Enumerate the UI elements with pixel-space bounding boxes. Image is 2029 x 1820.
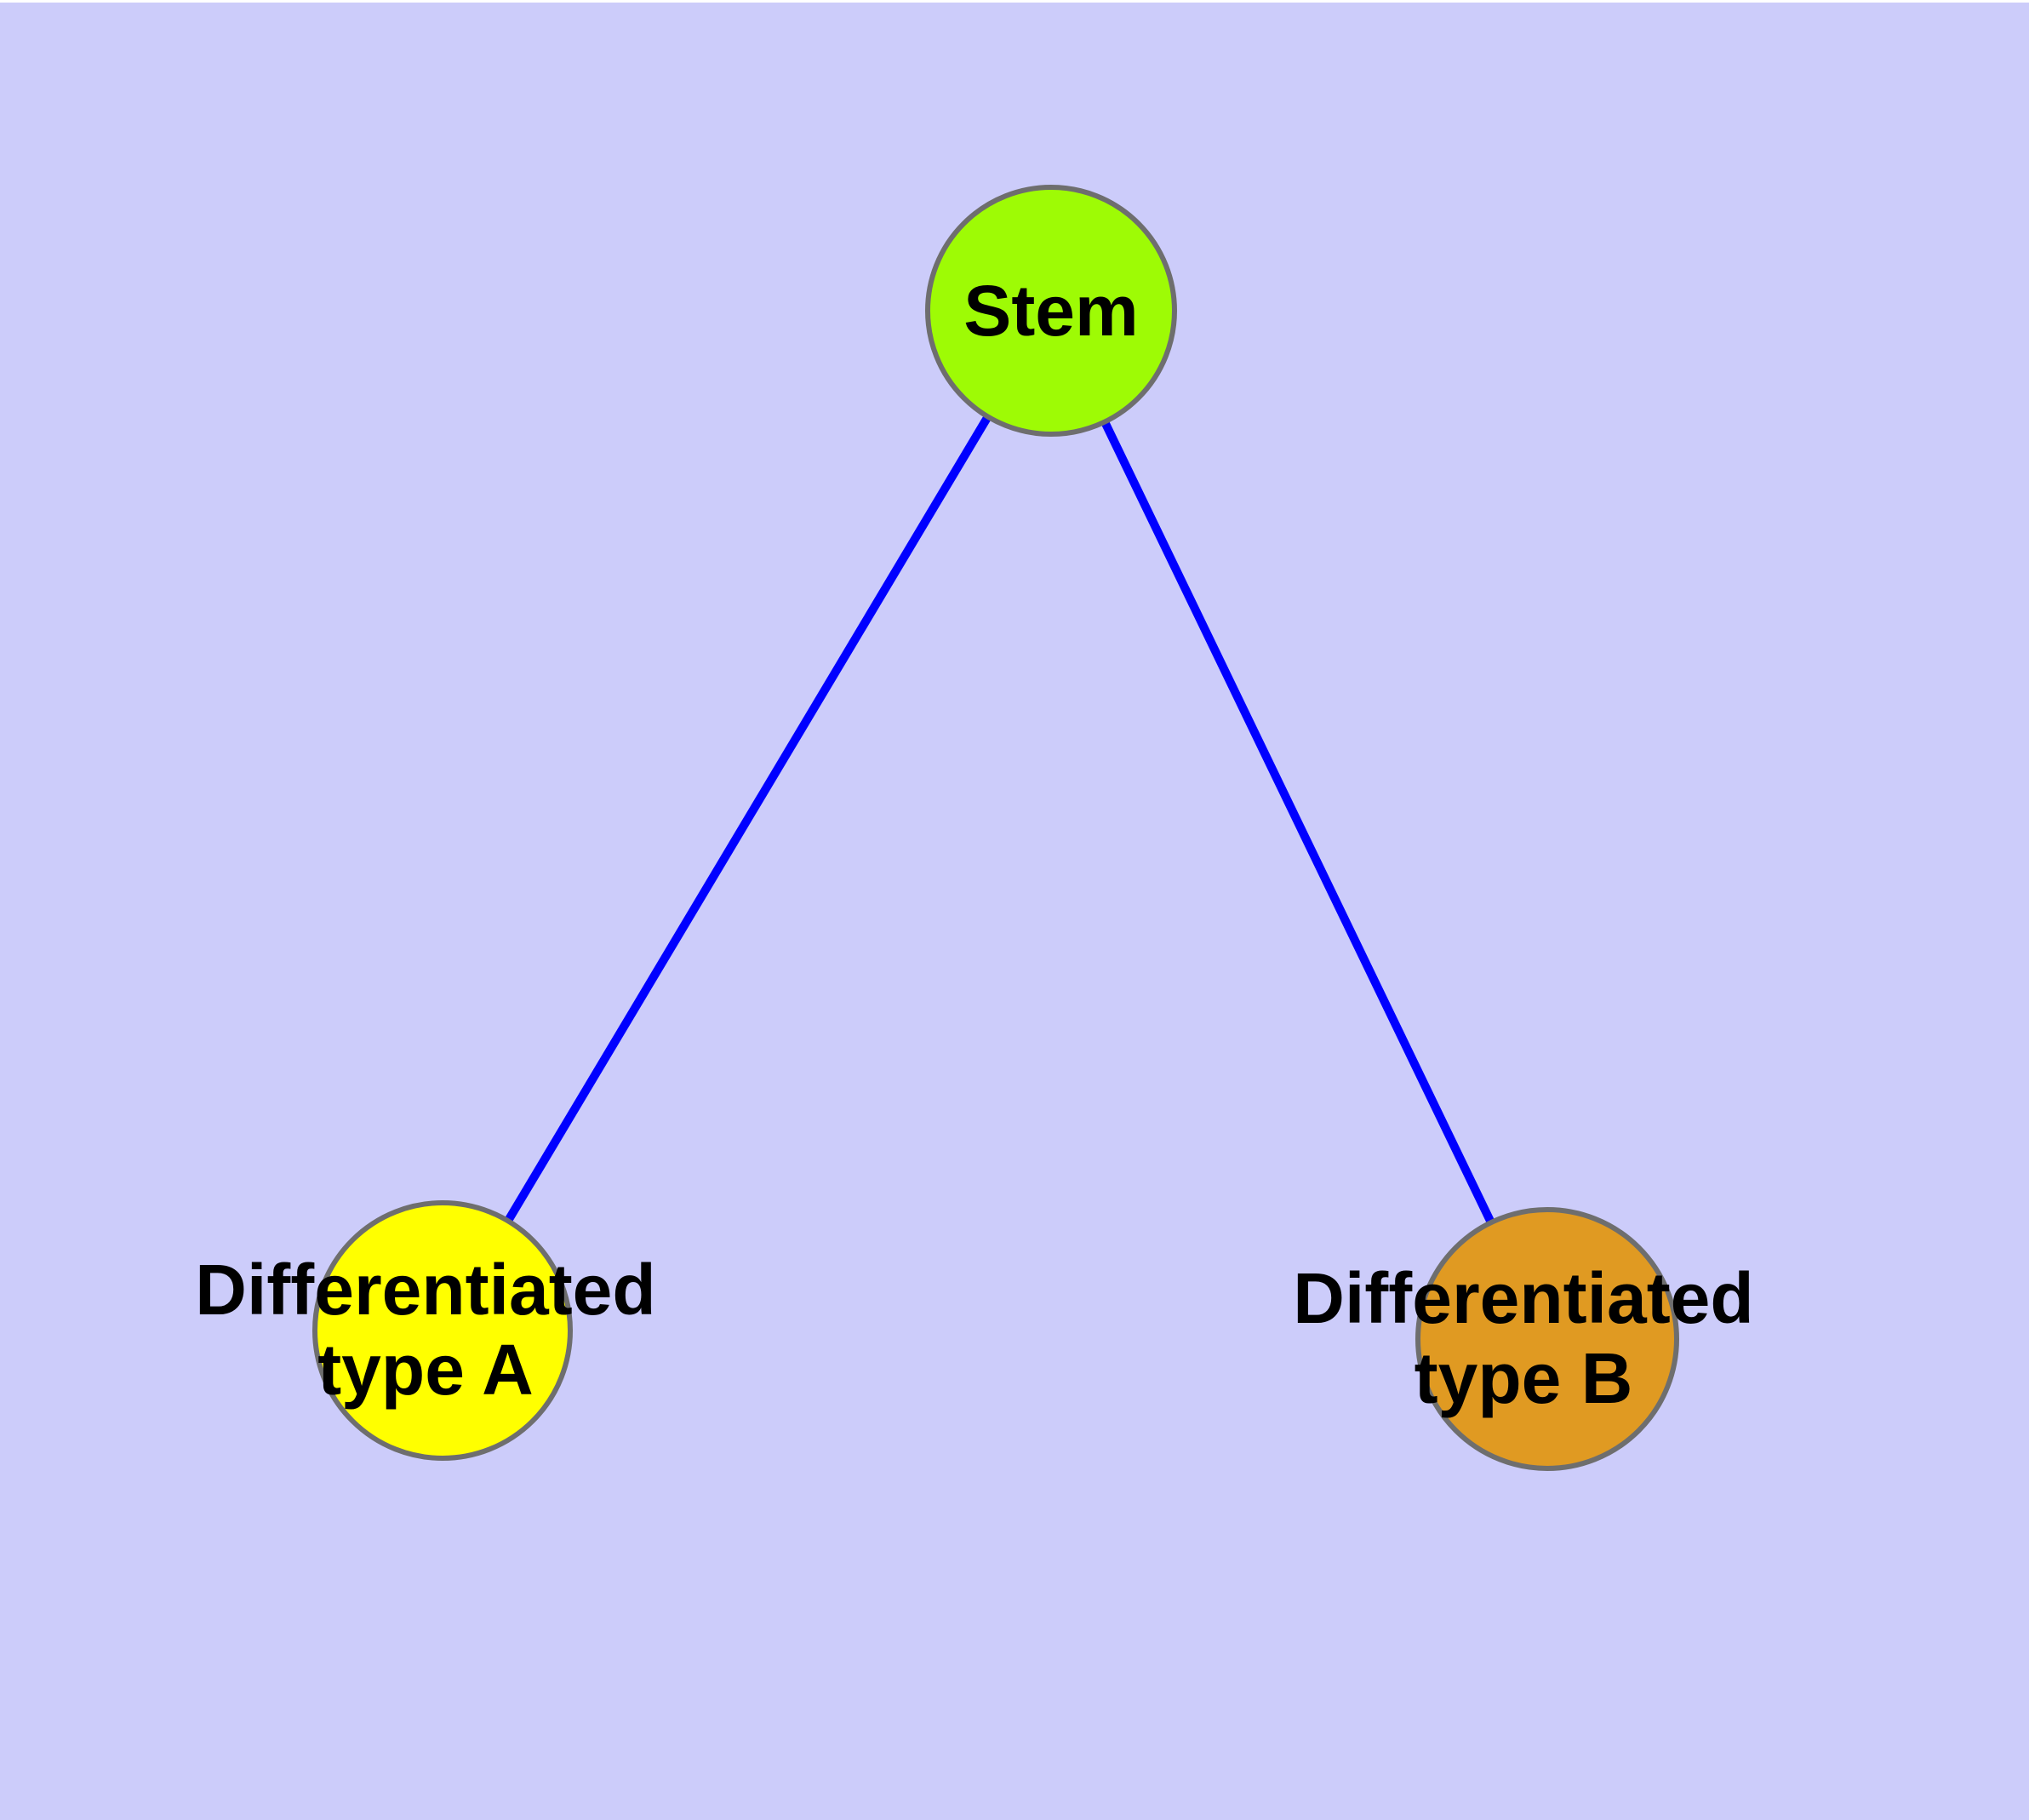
edge-stem-to-diff-b[interactable] — [1047, 308, 1552, 1342]
node-diff-b-circle[interactable] — [1415, 1207, 1679, 1471]
node-stem-circle[interactable] — [925, 185, 1177, 437]
edge-layer — [438, 308, 1552, 1342]
edge-stem-to-diff-a[interactable] — [438, 308, 1055, 1333]
node-diff-a-circle[interactable] — [312, 1200, 573, 1461]
node-layer — [312, 185, 1679, 1471]
